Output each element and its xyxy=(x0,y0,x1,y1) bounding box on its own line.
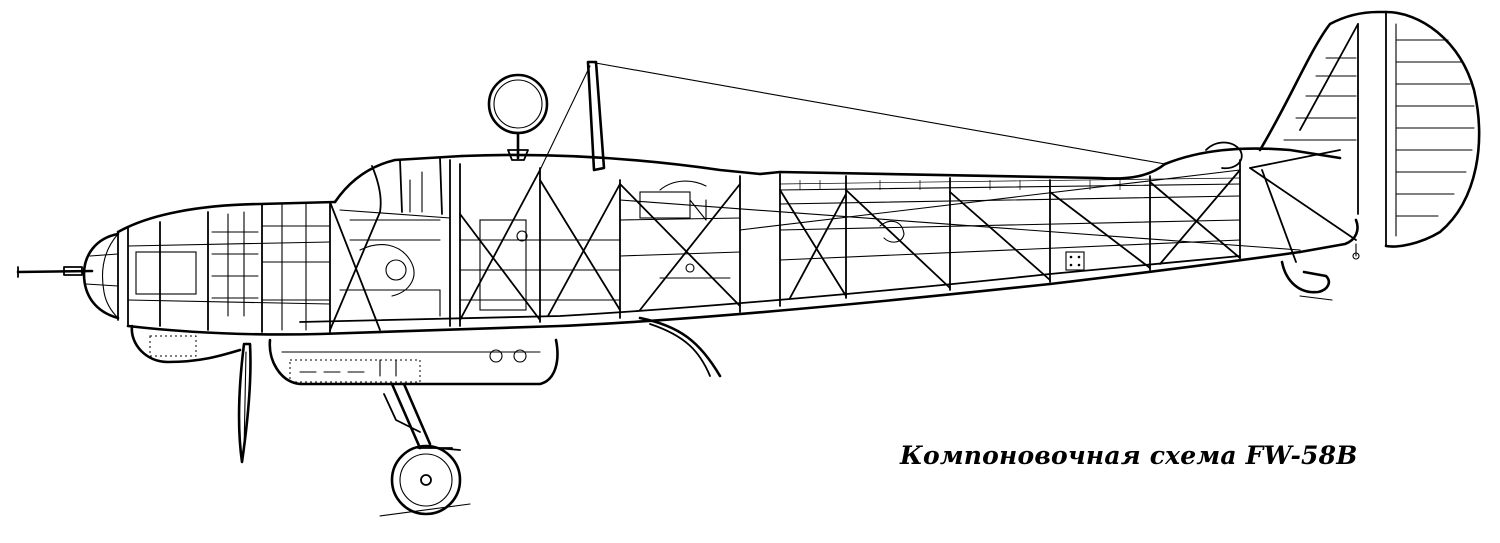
ventral-gun xyxy=(638,316,722,378)
detail-markings xyxy=(299,230,528,377)
tail-skid xyxy=(1261,169,1333,301)
fuselage-truss xyxy=(619,159,1301,307)
propeller xyxy=(237,342,252,464)
rear-cabin-structure xyxy=(619,175,741,313)
antenna-mast xyxy=(539,60,1166,172)
cockpit-structure xyxy=(329,159,621,331)
fuselage-outline xyxy=(116,147,1359,386)
nose-gun xyxy=(16,266,94,278)
tail-fin-rudder xyxy=(1205,10,1481,260)
main-landing-gear xyxy=(379,382,471,517)
nose-compartment xyxy=(127,201,331,333)
diagram-caption: Компоновочная схема FW-58B xyxy=(900,441,1358,470)
glazed-nose-cone xyxy=(82,227,129,327)
loop-antenna xyxy=(487,73,549,161)
